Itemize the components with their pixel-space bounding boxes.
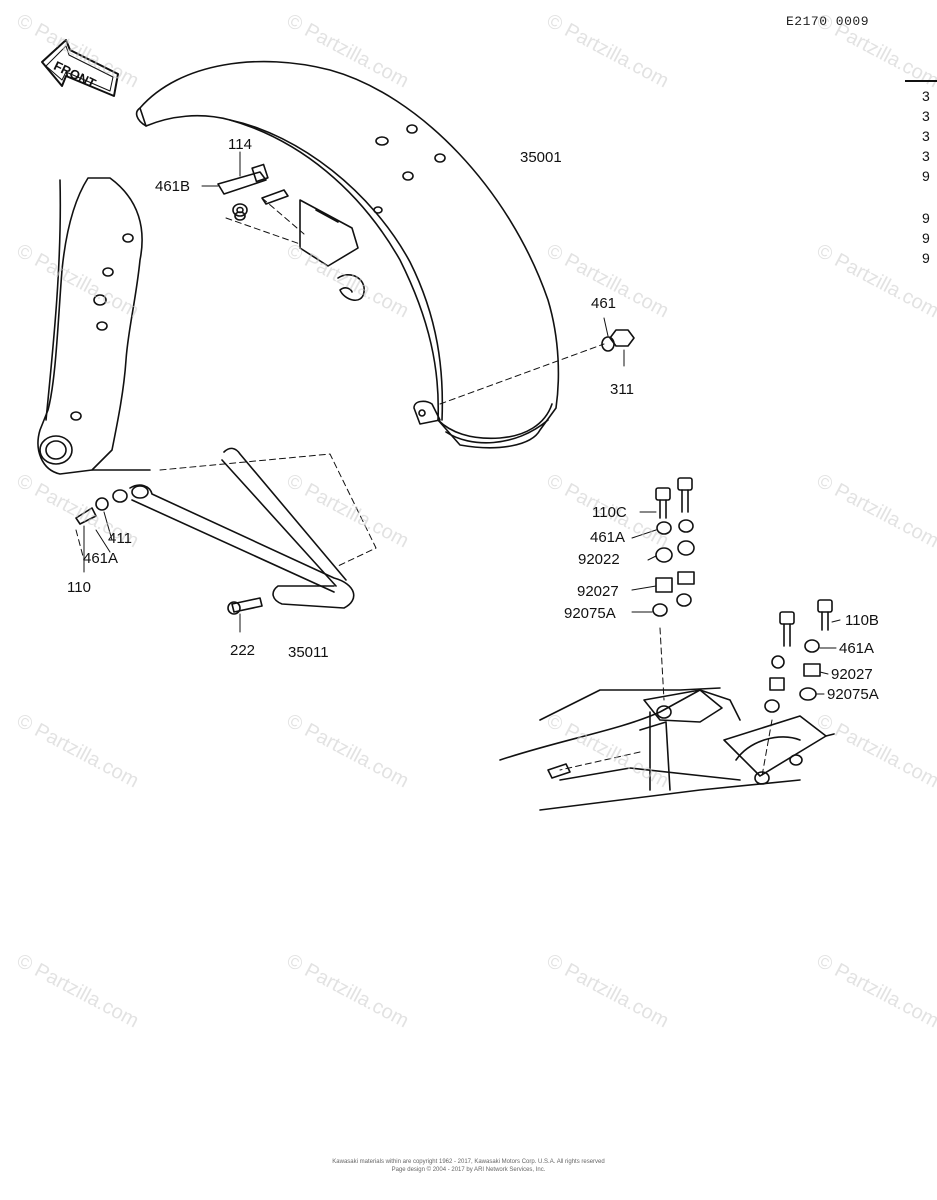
leader-lines (83, 151, 841, 695)
parts-list-char: 3 (922, 88, 930, 104)
front-fork-drawing (37, 177, 151, 475)
part-label-110c[interactable]: 110C (592, 504, 627, 521)
part-label-461b[interactable]: 461B (155, 178, 191, 195)
fender-brace-drawing (129, 447, 355, 609)
parts-list-char: 9 (922, 250, 930, 266)
center-fastener-stack-drawing (652, 477, 833, 713)
part-label-35001[interactable]: 35001 (520, 149, 562, 166)
part-label-92075a-center[interactable]: 92075A (564, 605, 616, 622)
part-label-222[interactable]: 222 (230, 642, 256, 659)
fender-fasteners-drawing (75, 163, 635, 615)
part-label-461a-right[interactable]: 461A (839, 640, 875, 657)
front-fender-drawing (135, 60, 560, 449)
part-label-411[interactable]: 411 (108, 530, 132, 547)
part-label-92075a-right[interactable]: 92075A (827, 686, 879, 703)
parts-list-char: 9 (922, 210, 930, 226)
right-divider (905, 80, 937, 82)
copyright-line: Page design © 2004 - 2017 by ARI Network… (391, 1167, 546, 1173)
part-label-110b[interactable]: 110B (845, 612, 879, 629)
frame-section-drawing (499, 687, 835, 811)
part-label-114[interactable]: 114 (228, 136, 252, 153)
parts-list-char: 3 (922, 128, 930, 144)
part-label-311[interactable]: 311 (610, 381, 634, 398)
part-label-35011[interactable]: 35011 (288, 644, 329, 661)
copyright-line: Kawasaki materials within are copyright … (332, 1159, 605, 1165)
parts-list-char: 9 (922, 230, 930, 246)
parts-list-char: 9 (922, 168, 930, 184)
part-label-92027-right[interactable]: 92027 (831, 666, 873, 683)
part-label-92022[interactable]: 92022 (578, 551, 620, 568)
part-label-110[interactable]: 110 (67, 579, 91, 596)
diagram-reference-code: E2170 0009 (786, 14, 870, 29)
part-label-92027-center[interactable]: 92027 (577, 583, 619, 600)
part-label-461[interactable]: 461 (591, 295, 617, 312)
parts-list-char: 3 (922, 108, 930, 124)
parts-list-char: 3 (922, 148, 930, 164)
part-label-461a-left[interactable]: 461A (83, 550, 119, 567)
part-label-461a-center[interactable]: 461A (590, 529, 626, 546)
front-arrow-icon (41, 39, 119, 97)
